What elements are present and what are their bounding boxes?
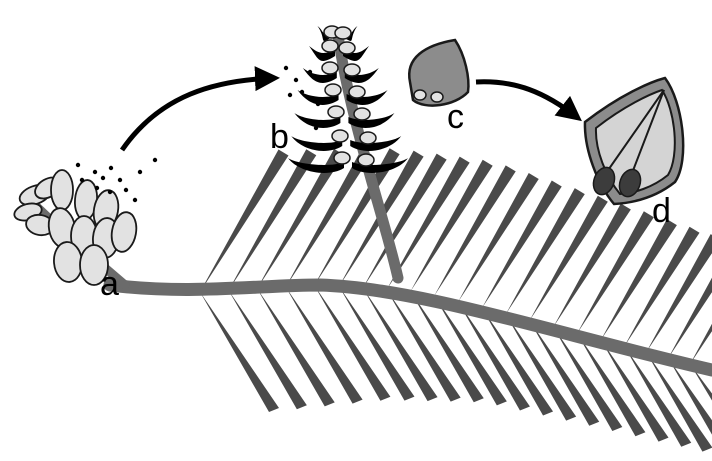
pollen-dot [294,78,298,82]
leaflet [314,285,390,400]
ovule [339,42,355,54]
pollen-grain [80,178,84,182]
pollen-dot [300,90,304,94]
ovule [322,40,338,52]
ovule [332,130,348,142]
curved-arrow-right-icon [476,82,578,118]
pollen-grain [108,190,112,194]
label-c: c [447,98,464,136]
ovule [335,27,351,39]
pollen-grain [118,178,122,182]
label-a: a [100,265,119,303]
microsporophyll [12,158,157,285]
ovule [358,154,374,166]
pollen-dot [308,70,312,74]
pollen-grain [109,166,113,170]
pollen-grain [93,170,97,174]
label-d: d [652,192,671,230]
pollen-grain [101,176,105,180]
ovule [328,106,344,118]
ovule [334,152,350,164]
pollen-sacs [12,170,139,285]
pollen-grain [124,188,128,192]
pollen-dot [288,93,292,97]
pollen-grain [95,186,99,190]
pollen-grain [76,163,80,167]
label-b: b [270,118,289,156]
ovule [354,108,370,120]
leaflet [200,150,289,293]
ovule [360,132,376,144]
pollen-grain [133,198,137,202]
ovule [349,86,365,98]
pollen-grain [153,158,157,162]
ovule [344,64,360,76]
pollen-grain [138,170,142,174]
pollen-dot [314,126,318,130]
pollen-dot [284,66,288,70]
ovule [322,62,338,74]
seed-section [585,78,683,204]
pollen-sac [51,170,73,210]
curved-arrow-right-icon [122,78,275,150]
ovulate-scale [409,40,468,106]
ovule [325,84,341,96]
pollen-dot [316,102,320,106]
